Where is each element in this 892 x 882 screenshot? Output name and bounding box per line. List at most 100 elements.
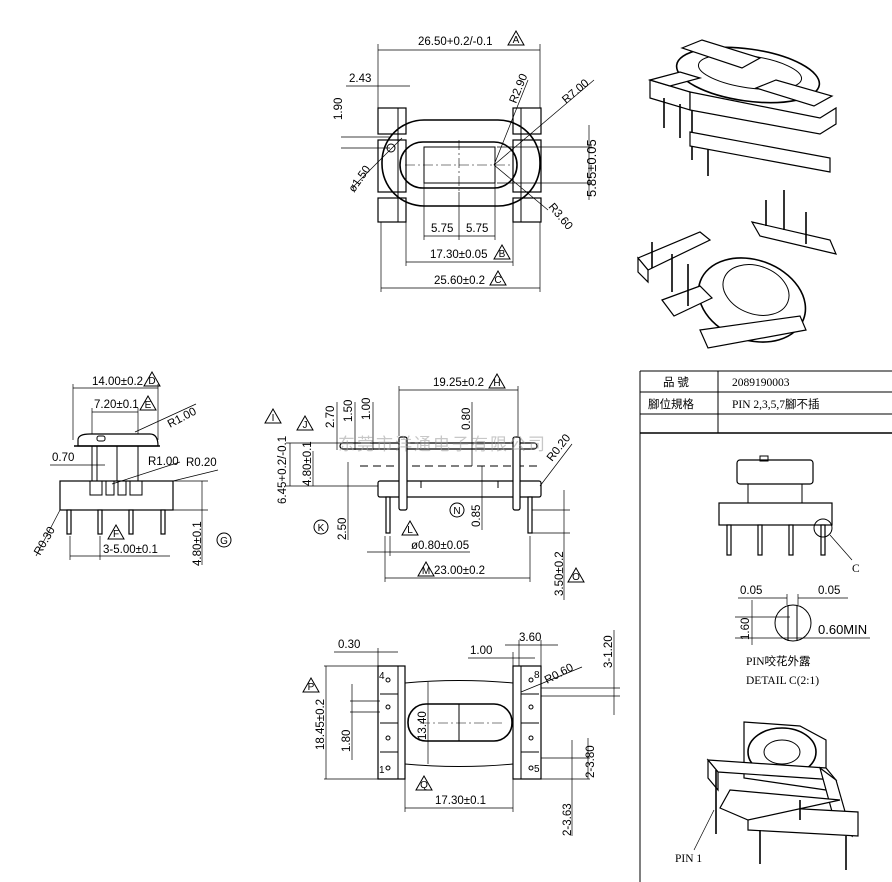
svg-text:E: E	[145, 400, 152, 411]
dim-base-width: 25.60±0.2	[434, 275, 485, 287]
dim-top-width: 14.00±0.2	[92, 376, 143, 388]
isometric-view-top	[647, 39, 837, 176]
dim-total-height: 6.45+0.2/-0.1	[277, 436, 289, 504]
mark-o: O	[567, 566, 585, 583]
detail-note: PIN咬花外露	[746, 654, 811, 668]
dim-d5: 2.50	[337, 518, 349, 540]
dim-d-e: 1.80	[341, 730, 353, 752]
mark-m: M	[417, 560, 435, 577]
table-label-part-no: 品 號	[663, 376, 689, 389]
mark-h: H	[488, 372, 506, 389]
table-value-part-no: 2089190003	[732, 377, 790, 389]
watermark: 东莞市洋通电子有限公司	[338, 435, 547, 455]
mark-n: N	[449, 502, 465, 518]
dim-d-f: 2-3.80	[585, 745, 597, 778]
pin-number-1: 1	[379, 765, 385, 776]
dim-r-top: R1.00	[166, 406, 199, 431]
dim-hole-diameter: ø1.50	[347, 164, 374, 195]
svg-text:O: O	[572, 572, 580, 583]
dim-pin-diameter: ø0.80±0.05	[411, 540, 469, 552]
dim-detail-height: 1.60	[740, 618, 752, 640]
mark-k: K	[313, 519, 329, 535]
dim-d-c: 3.60	[519, 632, 541, 644]
dim-inner-width: 17.30±0.05	[430, 249, 487, 261]
dim-r-corner: R3.60	[546, 201, 575, 232]
side-view: 14.00±0.2 D 7.20±0.1 E 0.70 R1.00 R1.00 …	[32, 370, 232, 566]
mark-j: J	[296, 414, 314, 431]
dim-body-height: 4.80±0.1	[302, 441, 314, 486]
mark-i: I	[264, 407, 282, 424]
svg-text:F: F	[113, 529, 119, 540]
dim-gap-b: 0.05	[818, 585, 840, 597]
dim-min: 0.60MIN	[818, 622, 867, 637]
pin-number-5: 5	[534, 764, 540, 775]
svg-text:H: H	[493, 378, 500, 389]
dim-d-a: 0.30	[338, 639, 360, 651]
mark-e: E	[139, 394, 157, 411]
dim-pin-length: 3.50±0.2	[554, 551, 566, 596]
svg-text:D: D	[148, 376, 155, 387]
dim-length: 18.45±0.2	[315, 699, 327, 750]
dim-half-a: 5.75	[431, 223, 453, 235]
dim-r-base: R0.20	[186, 457, 217, 469]
pin-number-8: 8	[534, 670, 540, 681]
svg-text:P: P	[308, 682, 315, 693]
detail-title: DETAIL C(2:1)	[746, 675, 819, 687]
dim-d3: 1.00	[361, 398, 373, 420]
isometric-view-pin1: PIN 1	[675, 721, 859, 870]
dim-r-mid: R1.00	[148, 456, 179, 468]
svg-text:J: J	[303, 420, 308, 431]
top-view: 26.50+0.2/-0.1 A 2.43 1.90 ø1.50 R2.90 R…	[333, 29, 599, 292]
svg-text:A: A	[513, 35, 520, 46]
spec-table: 品 號 2089190003 腳位規格 PIN 2,3,5,7腳不插	[639, 370, 892, 882]
svg-text:G: G	[220, 536, 228, 547]
dim-d4: 0.80	[461, 408, 473, 430]
dim-width: 17.30±0.1	[435, 795, 486, 807]
mark-l: L	[401, 519, 419, 536]
dim-gap-a: 0.05	[740, 585, 762, 597]
mark-f: F	[107, 523, 125, 540]
svg-text:B: B	[499, 249, 506, 260]
bottom-view: 4 1 8 5 0.30 1.00 3.60 R0.60 3-1.20 18.4…	[302, 630, 620, 836]
table-label-pin-spec: 腳位規格	[648, 397, 694, 411]
dim-wall: 0.70	[52, 452, 74, 464]
mark-a: A	[507, 29, 525, 46]
dim-r-outer: R7.00	[560, 77, 591, 106]
mark-c: C	[489, 269, 507, 286]
dim-half-b: 5.75	[466, 223, 488, 235]
dim-d6: 0.85	[471, 505, 483, 527]
dim-d2: 1.50	[343, 400, 355, 422]
svg-text:N: N	[453, 506, 460, 517]
svg-text:K: K	[318, 523, 325, 534]
dim-d1: 2.70	[325, 406, 337, 428]
mark-b: B	[493, 243, 511, 260]
dim-height: 4.80±0.1	[192, 521, 204, 566]
dim-overall-width: 26.50+0.2/-0.1	[418, 36, 493, 48]
detail-callout-c: C	[852, 563, 860, 575]
dim-hole-offset: 1.90	[333, 98, 345, 120]
isometric-view-bottom	[637, 190, 838, 349]
dim-slot-height: 5.85±0.05	[584, 139, 599, 197]
dim-offset: 2.43	[349, 73, 371, 85]
table-value-pin-spec: PIN 2,3,5,7腳不插	[732, 397, 820, 411]
dim-flange-span: 19.25±0.2	[433, 377, 484, 389]
dim-stem-width: 7.20±0.1	[94, 399, 139, 411]
pin-number-4: 4	[379, 671, 385, 682]
dim-d-b: 1.00	[470, 645, 492, 657]
front-view: 19.25±0.2 H 2.70 1.50 1.00 0.80 6.45+0.2…	[264, 372, 585, 600]
dim-pin-span: 23.00±0.2	[434, 565, 485, 577]
dim-r-inner: R2.90	[508, 72, 531, 105]
svg-text:L: L	[407, 525, 413, 536]
dim-r-notch: R0.60	[543, 662, 576, 687]
mark-q: Q	[415, 774, 433, 791]
dim-pin-pitch: 3-5.00±0.1	[103, 544, 158, 556]
dim-r-corner: R0.30	[32, 525, 58, 558]
detail-c: C 0.05 0.05 1.60 0.60MIN PIN咬花外露 DETAIL …	[718, 455, 870, 687]
dim-d-d: 3-1.20	[603, 635, 615, 668]
dim-d-g: 2-3.63	[562, 803, 574, 836]
svg-text:M: M	[422, 566, 430, 577]
svg-text:C: C	[494, 275, 501, 286]
mark-g: G	[216, 532, 232, 548]
mark-d: D	[143, 370, 161, 387]
